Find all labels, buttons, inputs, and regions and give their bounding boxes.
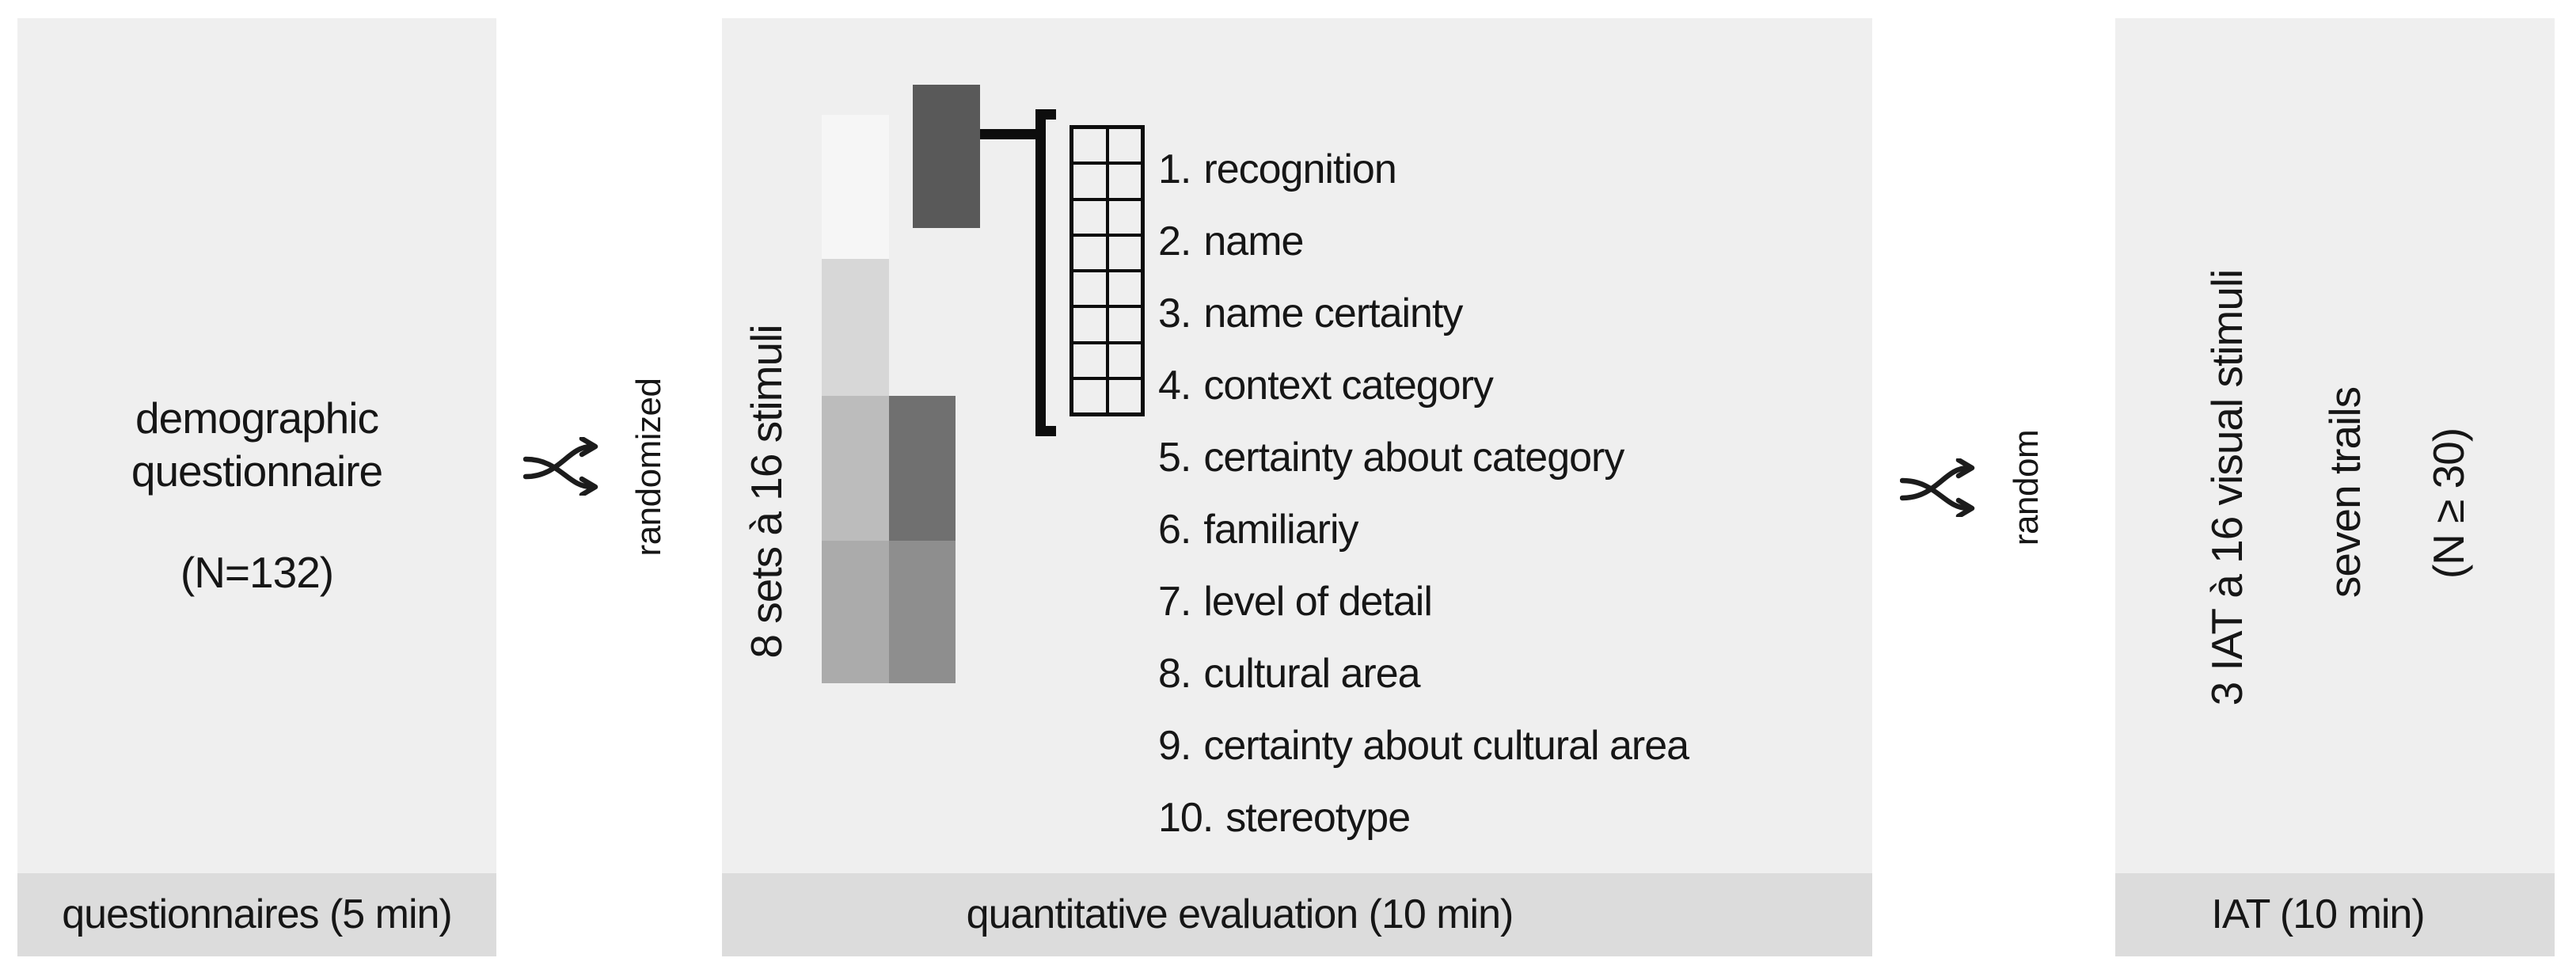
footer-iat-label: IAT (10 min) [2211,891,2425,937]
stimulus-grid-cell [1072,306,1108,343]
step-number: 8. [1158,651,1191,697]
step-label: stereotype [1225,795,1411,841]
step-number: 2. [1158,219,1191,264]
step-number: 10. [1158,795,1214,841]
bracket-bottom-foot [1035,426,1056,436]
sample-size-label: (N=132) [180,548,334,597]
footer-iat: IAT (10 min) [2115,873,2555,956]
stimulus-grid-cell [1072,199,1108,235]
shuffle-arrows-icon [1900,458,1975,517]
step-number: 3. [1158,291,1191,336]
footer-quantitative-evaluation-label: quantitative evaluation (10 min) [966,891,1514,937]
title-line-1: demographic [135,393,379,443]
iat-stimuli-label: 3 IAT à 16 visual stimuli [2202,269,2251,706]
step-number: 5. [1158,435,1191,481]
step-label: level of detail [1203,579,1433,625]
list-item: 10.stereotype [1158,782,1689,854]
panel-questionnaire: demographic questionnaire (N=132) questi… [17,18,496,956]
stimulus-grid-cell [1107,378,1142,414]
bracket-top-foot [1035,109,1056,120]
list-item: 5. certainty about category [1158,422,1689,494]
stimulus-grid-cell [1107,127,1142,164]
list-item: 6. familiariy [1158,494,1689,566]
list-item: 2. name [1158,206,1689,278]
list-item: 9. certainty about cultural area [1158,710,1689,782]
step-number: 9. [1158,723,1191,769]
shuffle-arrows-icon [523,437,598,496]
stimulus-set-swatch [822,115,889,259]
panel-iat: 3 IAT à 16 visual stimuli seven trails (… [2115,18,2555,956]
list-item: 4. context category [1158,350,1689,422]
step-label: name certainty [1203,291,1463,336]
panel-quantitative-evaluation: 8 sets à 16 stimuli 1. recognition 2. name… [722,18,1872,956]
step-label: recognition [1203,146,1396,192]
step-number: 7. [1158,579,1191,625]
step-label: context category [1203,363,1494,409]
stimulus-set-swatch [889,396,956,541]
selected-stimulus-set-swatch [913,85,980,228]
stimulus-grid-cell [1072,127,1108,164]
evaluation-steps-list: 1. recognition 2. name 3. name certainty 4.… [1158,134,1689,854]
footer-quantitative-evaluation: quantitative evaluation (10 min) [722,873,1872,956]
stimulus-grid-cell [1072,163,1108,200]
stimulus-set-swatch [889,541,956,683]
panel-questionnaire-title: demographic questionnaire [17,392,496,498]
randomized-label: randomized [629,378,668,557]
stimulus-grid-cell [1072,271,1108,307]
list-item: 8. cultural area [1158,638,1689,710]
sets-stimuli-label: 8 sets à 16 stimuli [742,325,791,659]
list-item: 3. name certainty [1158,278,1689,350]
title-line-2: questionnaire [131,447,383,496]
stimulus-grid-cell [1107,234,1142,271]
stimulus-grid-cell [1107,306,1142,343]
step-label: certainty about category [1203,435,1624,481]
footer-questionnaires-label: questionnaires (5 min) [62,891,452,937]
stimulus-grid-cell [1072,234,1108,271]
list-item: 1. recognition [1158,134,1689,206]
step-label: familiariy [1203,507,1358,553]
list-item: 7. level of detail [1158,566,1689,638]
step-number: 1. [1158,146,1191,192]
step-label: name [1203,219,1304,264]
stimulus-grid-cell [1107,199,1142,235]
seven-trails-label: seven trails [2320,386,2369,599]
stimulus-grid-cell [1107,163,1142,200]
connector-line [980,129,1037,139]
step-label: cultural area [1203,651,1420,697]
stimulus-grid-cell [1107,271,1142,307]
stimulus-grid [1070,125,1145,416]
step-number: 4. [1158,363,1191,409]
stimulus-set-swatch [822,396,889,541]
bracket [1035,109,1046,436]
stimulus-grid-cell [1072,342,1108,378]
step-label: certainty about cultural area [1203,723,1689,769]
stimulus-grid-cell [1072,378,1108,414]
stimulus-grid-cell [1107,342,1142,378]
stimulus-set-swatch [822,541,889,683]
footer-questionnaires: questionnaires (5 min) [17,873,496,956]
stimulus-set-swatch [822,259,889,396]
random-label: random [2007,429,2046,546]
step-number: 6. [1158,507,1191,553]
iat-sample-size-label: (N ≥ 30) [2424,428,2473,580]
